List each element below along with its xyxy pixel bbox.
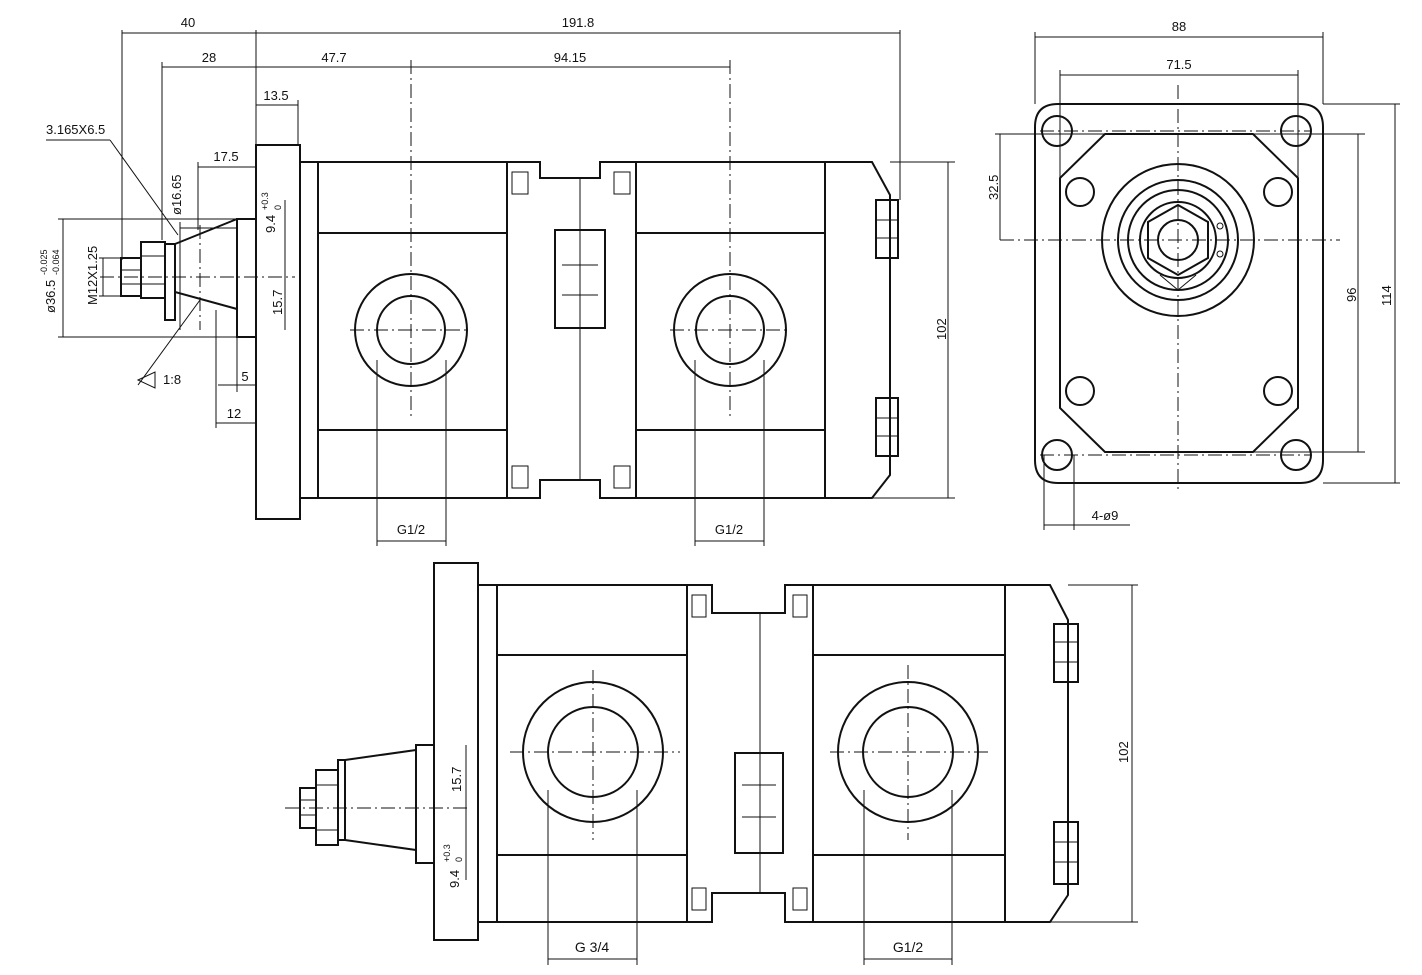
dim-191-8: 191.8 [562,15,595,30]
flange-outline [1034,103,1324,484]
hex-nut [1147,203,1209,277]
dim-9-4-bottom: 9.4 [447,870,462,888]
dim-47-7: 47.7 [321,50,346,65]
dim-71-5: 71.5 [1166,57,1191,72]
drive-shaft-bottom [299,749,417,851]
flange-pilot [236,218,257,338]
end-view [1000,85,1340,490]
dim-28: 28 [202,50,216,65]
port-label-rear: G1/2 [715,522,743,537]
dim-94-15: 94.15 [554,50,587,65]
end-view-dimensions: 88 71.5 32.5 96 114 4-ø9 [986,19,1400,530]
dim-96: 96 [1344,288,1359,302]
port-label-g12-bottom: G1/2 [893,939,924,955]
dim-9-4-upper: +0.3 [260,192,270,210]
side-view-bottom-dimensions: 15.7 9.4 +0.3 0 102 G 3/4 G1/2 [442,584,1138,965]
port-label-front: G1/2 [397,522,425,537]
dim-15-7-bottom: 15.7 [449,767,464,792]
dim-114: 114 [1379,285,1394,306]
dim-15-7: 15.7 [270,290,285,315]
nameplate [554,229,606,329]
dim-9-4-lower: 0 [273,205,283,210]
dim-102-top: 102 [934,318,949,340]
taper-label: 1:8 [163,372,181,387]
side-view-top-dimensions: 40 191.8 28 47.7 94.15 13.5 3.165X6.5 17… [39,15,955,546]
thread-label: M12X1.25 [85,246,100,305]
dim-phi36-5-upper: -0.025 [39,249,49,275]
dim-13-5: 13.5 [263,88,288,103]
dim-phi36-5-lower: -0.064 [51,249,61,275]
dim-9-4-bottom-upper: +0.3 [442,844,452,862]
rear-cover-bottom [1004,584,1079,923]
dim-9-4: 9.4 [263,215,278,233]
dim-17-5: 17.5 [213,149,238,164]
dim-32-5: 32.5 [986,175,1001,200]
dim-9-4-bottom-lower: 0 [454,857,464,862]
drive-shaft [120,218,238,321]
side-view-bottom [285,562,1079,941]
dim-12: 12 [227,406,241,421]
dim-phi16-65: ø16.65 [169,175,184,215]
rear-cover [824,161,899,499]
dim-phi36-5: ø36.5 [43,280,58,313]
side-view-top [100,60,899,520]
dim-88: 88 [1172,19,1186,34]
dim-5: 5 [241,369,248,384]
keyway-label: 3.165X6.5 [46,122,105,137]
port-label-g34: G 3/4 [575,939,609,955]
holes-label: 4-ø9 [1092,508,1119,523]
dim-40: 40 [181,15,195,30]
dim-102-bottom: 102 [1116,741,1131,763]
